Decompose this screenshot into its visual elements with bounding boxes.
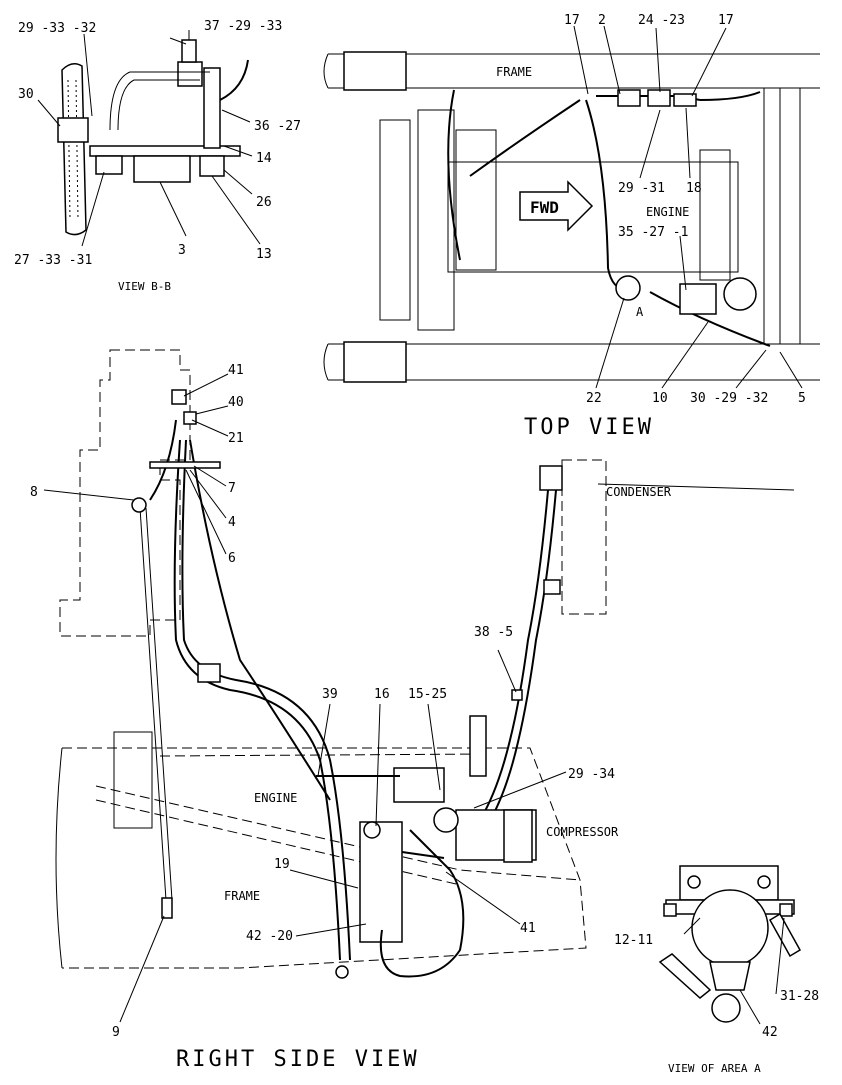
callout-aa-31-28: 31-28 (780, 989, 819, 1004)
callout-bb-14: 14 (256, 151, 272, 166)
view-bb: 29 -33 -32 37 -29 -33 30 36 -27 14 26 27… (14, 19, 301, 293)
top-view: FWD FRAME ENGINE A 17 2 24 -23 17 29 -31 (323, 13, 820, 440)
callout-rs-38-5: 38 -5 (474, 625, 513, 640)
callout-top-24-23: 24 -23 (638, 13, 685, 28)
callout-top-10: 10 (652, 391, 668, 406)
callout-top-29-31: 29 -31 (618, 181, 665, 196)
callout-bb-37-29-33: 37 -29 -33 (204, 19, 282, 34)
rs-engine-label: ENGINE (254, 791, 297, 805)
callout-rs-40: 40 (228, 395, 244, 410)
callout-aa-12-11: 12-11 (614, 933, 653, 948)
view-area-a: 12-11 31-28 42 VIEW OF AREA A (614, 865, 819, 1075)
callout-rs-39: 39 (322, 687, 338, 702)
caption-view-bb: VIEW B-B (118, 280, 171, 293)
callout-bb-29-33-32: 29 -33 -32 (18, 21, 96, 36)
callout-rs-8: 8 (30, 485, 38, 500)
caption-right-side-view: RIGHT SIDE VIEW (176, 1047, 420, 1072)
area-a-marker: A (636, 305, 644, 319)
top-frame-label: FRAME (496, 65, 532, 79)
callout-bb-27-33-31: 27 -33 -31 (14, 253, 92, 268)
callout-top-22: 22 (586, 391, 602, 406)
callout-rs-7: 7 (228, 481, 236, 496)
condenser-label: CONDENSER (606, 485, 672, 499)
callout-rs-15-25: 15-25 (408, 687, 447, 702)
callout-top-35-27-1: 35 -27 -1 (618, 225, 688, 240)
caption-top-view: TOP VIEW (524, 415, 654, 440)
callout-bb-13: 13 (256, 247, 272, 262)
compressor-label: COMPRESSOR (546, 825, 619, 839)
callout-rs-19: 19 (274, 857, 290, 872)
callout-bb-3: 3 (178, 243, 186, 258)
right-side-view: ENGINE FRAME CONDENSER COMPRESSOR 41 40 … (30, 349, 795, 1072)
callout-rs-4: 4 (228, 515, 236, 530)
caption-view-area-a: VIEW OF AREA A (668, 1062, 761, 1075)
callout-rs-21: 21 (228, 431, 244, 446)
callout-rs-29-34: 29 -34 (568, 767, 615, 782)
fwd-label: FWD (530, 198, 559, 217)
callout-bb-36-27: 36 -27 (254, 119, 301, 134)
callout-aa-42: 42 (762, 1025, 778, 1040)
callout-top-5: 5 (798, 391, 806, 406)
callout-rs-41b: 41 (520, 921, 536, 936)
callout-rs-9: 9 (112, 1025, 120, 1040)
callout-top-18: 18 (686, 181, 702, 196)
callout-top-17b: 17 (718, 13, 734, 28)
callout-top-30-29-32: 30 -29 -32 (690, 391, 768, 406)
rs-frame-label: FRAME (224, 889, 260, 903)
callout-top-2: 2 (598, 13, 606, 28)
top-engine-label: ENGINE (646, 205, 689, 219)
callout-top-17a: 17 (564, 13, 580, 28)
callout-rs-16: 16 (374, 687, 390, 702)
callout-bb-30: 30 (18, 87, 34, 102)
callout-rs-41a: 41 (228, 363, 244, 378)
callout-rs-6: 6 (228, 551, 236, 566)
callout-bb-26: 26 (256, 195, 272, 210)
callout-rs-42-20: 42 -20 (246, 929, 293, 944)
